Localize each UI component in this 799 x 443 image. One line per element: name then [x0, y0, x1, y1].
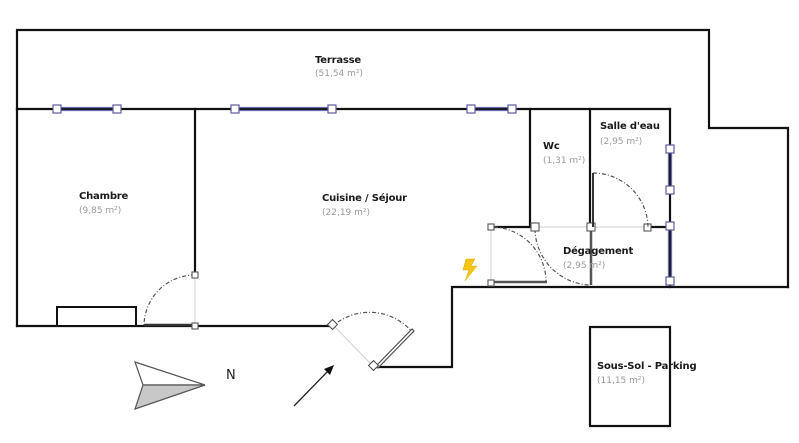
room-label-cuisine: Cuisine / Séjour [322, 193, 407, 204]
door-chambre [143, 271, 199, 330]
compass-north-label: N [226, 368, 236, 383]
room-area-parking: (11,15 m²) [597, 376, 646, 386]
entrance-door [326, 311, 415, 372]
room-area-chambre: (9,85 m²) [79, 206, 122, 216]
room-label-salle-eau: Salle d'eau [600, 121, 660, 132]
north-arrow-icon [134, 361, 206, 410]
door-salle-eau [592, 172, 649, 228]
room-area-degagement: (2,95 m²) [563, 261, 606, 271]
room-area-wc: (1,31 m²) [543, 156, 586, 166]
room-area-cuisine: (22,19 m²) [322, 208, 371, 218]
terrace-outline [15, 28, 790, 289]
door-degagement [487, 222, 652, 287]
window-chambre [52, 104, 122, 114]
lightning-bolt-icon [462, 258, 478, 282]
room-label-chambre: Chambre [79, 191, 129, 202]
window-sejour-2 [466, 104, 517, 114]
room-area-terrasse: (51,54 m²) [315, 69, 364, 79]
room-label-terrasse: Terrasse [315, 55, 361, 66]
room-label-wc: Wc [543, 141, 560, 152]
window-degagement [665, 221, 675, 286]
room-area-salle-eau: (2,95 m²) [600, 137, 643, 147]
room-label-degagement: Dégagement [563, 246, 634, 257]
window-salle-eau [665, 144, 675, 195]
entrance-arrow-icon [293, 365, 334, 407]
window-sejour-1 [230, 104, 337, 114]
apartment-walls [15, 107, 790, 428]
room-label-parking: Sous-Sol - Parking [597, 361, 697, 372]
